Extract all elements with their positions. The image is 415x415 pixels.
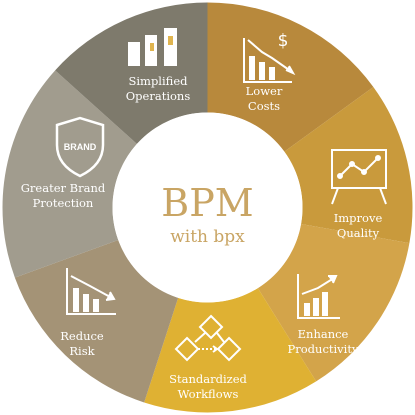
segment-standardized-workflows <box>144 288 317 413</box>
segment-label: Improve <box>334 211 383 225</box>
segment-label: Greater Brand <box>21 181 106 195</box>
brand-badge-text: BRAND <box>64 142 97 152</box>
segment-label: Operations <box>126 89 191 103</box>
segment-label: Enhance <box>298 327 349 341</box>
segment-label: Workflows <box>178 387 239 401</box>
center-circle <box>112 112 303 303</box>
svg-text:$: $ <box>278 31 289 51</box>
segment-label: Protection <box>33 196 94 210</box>
segment-greater-brand-protection <box>2 70 137 278</box>
segment-label: Standardized <box>169 372 247 386</box>
presentation-board-chart-icon <box>331 149 387 205</box>
segment-improve-quality <box>284 87 413 244</box>
growth-bar-chart-icon <box>297 274 340 319</box>
segment-label: Simplified <box>128 74 188 88</box>
center-subtitle: with bpx <box>170 227 245 247</box>
labels-layer: LowerCostsImproveQualityEnhanceProductiv… <box>21 74 383 401</box>
segment-label: Costs <box>248 99 280 113</box>
simplified-bars-icon <box>128 28 177 66</box>
segment-label: Risk <box>69 344 95 358</box>
workflow-diamonds-icon <box>174 314 242 362</box>
segment-label: Quality <box>337 226 380 240</box>
segment-enhance-productivity <box>257 223 410 382</box>
brand-shield-icon: BRAND <box>55 116 105 178</box>
risk-decrease-chart-icon <box>66 268 116 315</box>
segment-label: Reduce <box>60 329 104 343</box>
cost-decrease-chart-icon: $ <box>243 31 296 83</box>
segment-label: Productivity <box>288 342 359 356</box>
center-title: BPM <box>161 181 253 225</box>
segment-label: Lower <box>246 84 283 98</box>
segment-reduce-risk <box>14 239 179 403</box>
